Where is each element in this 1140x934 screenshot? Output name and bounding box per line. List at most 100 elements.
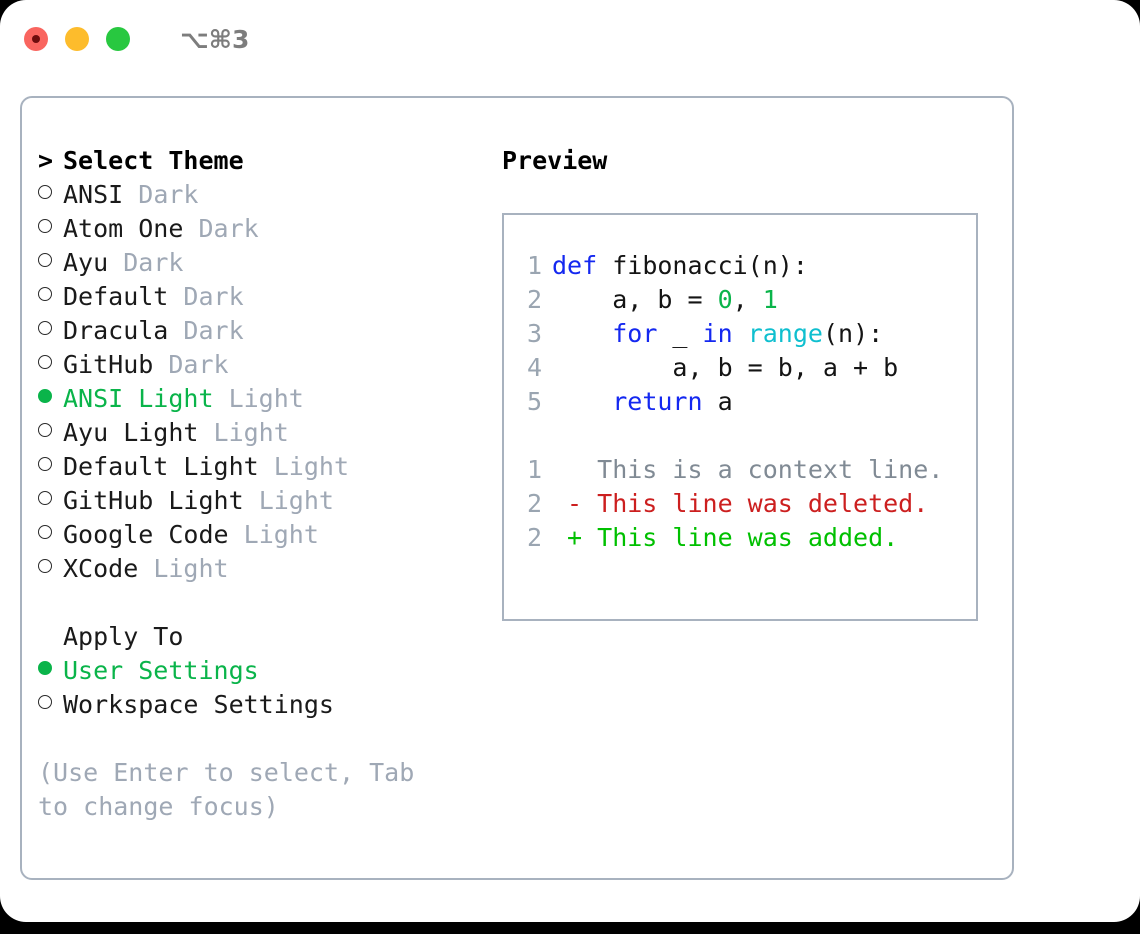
diff-line-text: This is a context line.	[597, 455, 944, 484]
theme-label-gap	[229, 518, 244, 552]
code-token	[552, 385, 612, 419]
radio-dot-icon	[38, 185, 52, 199]
theme-label-gap	[244, 484, 259, 518]
code-token: in	[702, 319, 733, 348]
page-title: Select Theme	[63, 146, 244, 175]
maximize-window-icon[interactable]	[106, 27, 130, 51]
theme-list-item[interactable]: Atom One Dark	[38, 212, 498, 246]
diff-line-text: This line was added.	[597, 523, 899, 552]
code-line: 2 a, b = 0, 1	[514, 283, 976, 317]
theme-label-gap	[153, 348, 168, 382]
code-token: (n):	[822, 319, 884, 348]
radio-selected-icon	[38, 654, 63, 688]
code-token: for	[612, 319, 658, 348]
theme-list-item[interactable]: XCode Light	[38, 552, 498, 586]
theme-name-label: Default	[63, 282, 169, 311]
radio-dot-icon	[38, 253, 52, 267]
code-diff-separator	[514, 419, 976, 453]
theme-list-item[interactable]: Dracula Dark	[38, 314, 498, 348]
radio-dot-icon	[38, 423, 52, 437]
select-theme-heading: > Select Theme	[38, 144, 498, 178]
theme-list-item[interactable]: ANSI Dark	[38, 178, 498, 212]
theme-variant-label: Dark	[183, 316, 244, 345]
radio-unselected-icon	[38, 416, 63, 450]
diff-line-number: 1	[526, 455, 542, 484]
diff-line: 1 This is a context line.	[514, 453, 976, 487]
code-line-number: 1	[526, 251, 542, 280]
code-token: range	[747, 319, 823, 348]
prompt-marker-icon: >	[38, 146, 54, 175]
theme-name-label: ANSI	[63, 180, 124, 209]
theme-variant-label: Dark	[123, 248, 184, 277]
radio-unselected-icon	[38, 688, 63, 722]
code-token	[733, 317, 748, 351]
preview-title: Preview	[502, 146, 608, 175]
traffic-lights	[24, 27, 130, 51]
theme-name-label: ANSI Light	[63, 384, 214, 413]
theme-variant-label: Light	[258, 486, 334, 515]
code-token: a, b =	[552, 285, 718, 314]
theme-list-item[interactable]: Default Dark	[38, 280, 498, 314]
radio-dot-icon	[38, 525, 52, 539]
diff-marker-icon: +	[552, 523, 598, 552]
theme-label-gap	[138, 552, 153, 586]
theme-list-item[interactable]: Default Light Light	[38, 450, 498, 484]
theme-variant-label: Light	[273, 452, 349, 481]
apply-to-heading: Apply To	[63, 622, 184, 651]
radio-unselected-icon	[38, 450, 63, 484]
radio-unselected-icon	[38, 348, 63, 382]
theme-list-item[interactable]: Google Code Light	[38, 518, 498, 552]
theme-list-item[interactable]: GitHub Dark	[38, 348, 498, 382]
diff-marker-icon	[552, 453, 597, 487]
radio-dot-icon	[38, 355, 52, 369]
theme-label-gap	[168, 314, 183, 348]
theme-label-gap	[214, 382, 229, 416]
code-token: ,	[732, 285, 763, 314]
radio-dot-icon	[38, 491, 52, 505]
apply-to-label: User Settings	[63, 656, 259, 685]
radio-dot-icon	[38, 287, 52, 301]
radio-dot-icon	[38, 661, 52, 675]
theme-name-label: Default Light	[63, 452, 259, 481]
code-token: 0	[717, 285, 733, 314]
code-token: fibonacci(n):	[612, 251, 808, 280]
minimize-window-icon[interactable]	[65, 27, 89, 51]
radio-unselected-icon	[38, 552, 63, 586]
radio-unselected-icon	[38, 212, 63, 246]
radio-dot-icon	[38, 321, 52, 335]
radio-unselected-icon	[38, 280, 63, 314]
radio-dot-icon	[38, 389, 52, 403]
theme-variant-label: Dark	[198, 214, 259, 243]
close-window-icon[interactable]	[24, 27, 48, 51]
radio-dot-icon	[38, 219, 52, 233]
radio-unselected-icon	[38, 484, 63, 518]
radio-dot-icon	[38, 695, 52, 709]
theme-name-label: GitHub Light	[63, 486, 244, 515]
theme-list-item[interactable]: Ayu Light Light	[38, 416, 498, 450]
radio-dot-icon	[38, 457, 52, 471]
theme-list-item[interactable]: GitHub Light Light	[38, 484, 498, 518]
theme-name-label: Ayu	[63, 248, 109, 277]
code-token: _	[657, 319, 703, 348]
theme-list-item[interactable]: Ayu Dark	[38, 246, 498, 280]
theme-label-gap	[168, 280, 183, 314]
code-line-number: 3	[526, 319, 542, 348]
theme-label-gap	[183, 212, 198, 246]
code-token: a	[702, 387, 733, 416]
theme-label-gap	[259, 450, 274, 484]
title-bar: ⌥⌘3	[0, 0, 1140, 78]
keyboard-shortcut-label: ⌥⌘3	[180, 24, 250, 54]
apply-to-option[interactable]: User Settings	[38, 654, 498, 688]
code-line: 4 a, b = b, a + b	[514, 351, 976, 385]
diff-line-number: 2	[526, 523, 542, 552]
theme-name-label: XCode	[63, 554, 139, 583]
keyboard-hint-text: (Use Enter to select, Tab to change focu…	[38, 758, 430, 821]
apply-to-option[interactable]: Workspace Settings	[38, 688, 498, 722]
theme-list-item[interactable]: ANSI Light Light	[38, 382, 498, 416]
